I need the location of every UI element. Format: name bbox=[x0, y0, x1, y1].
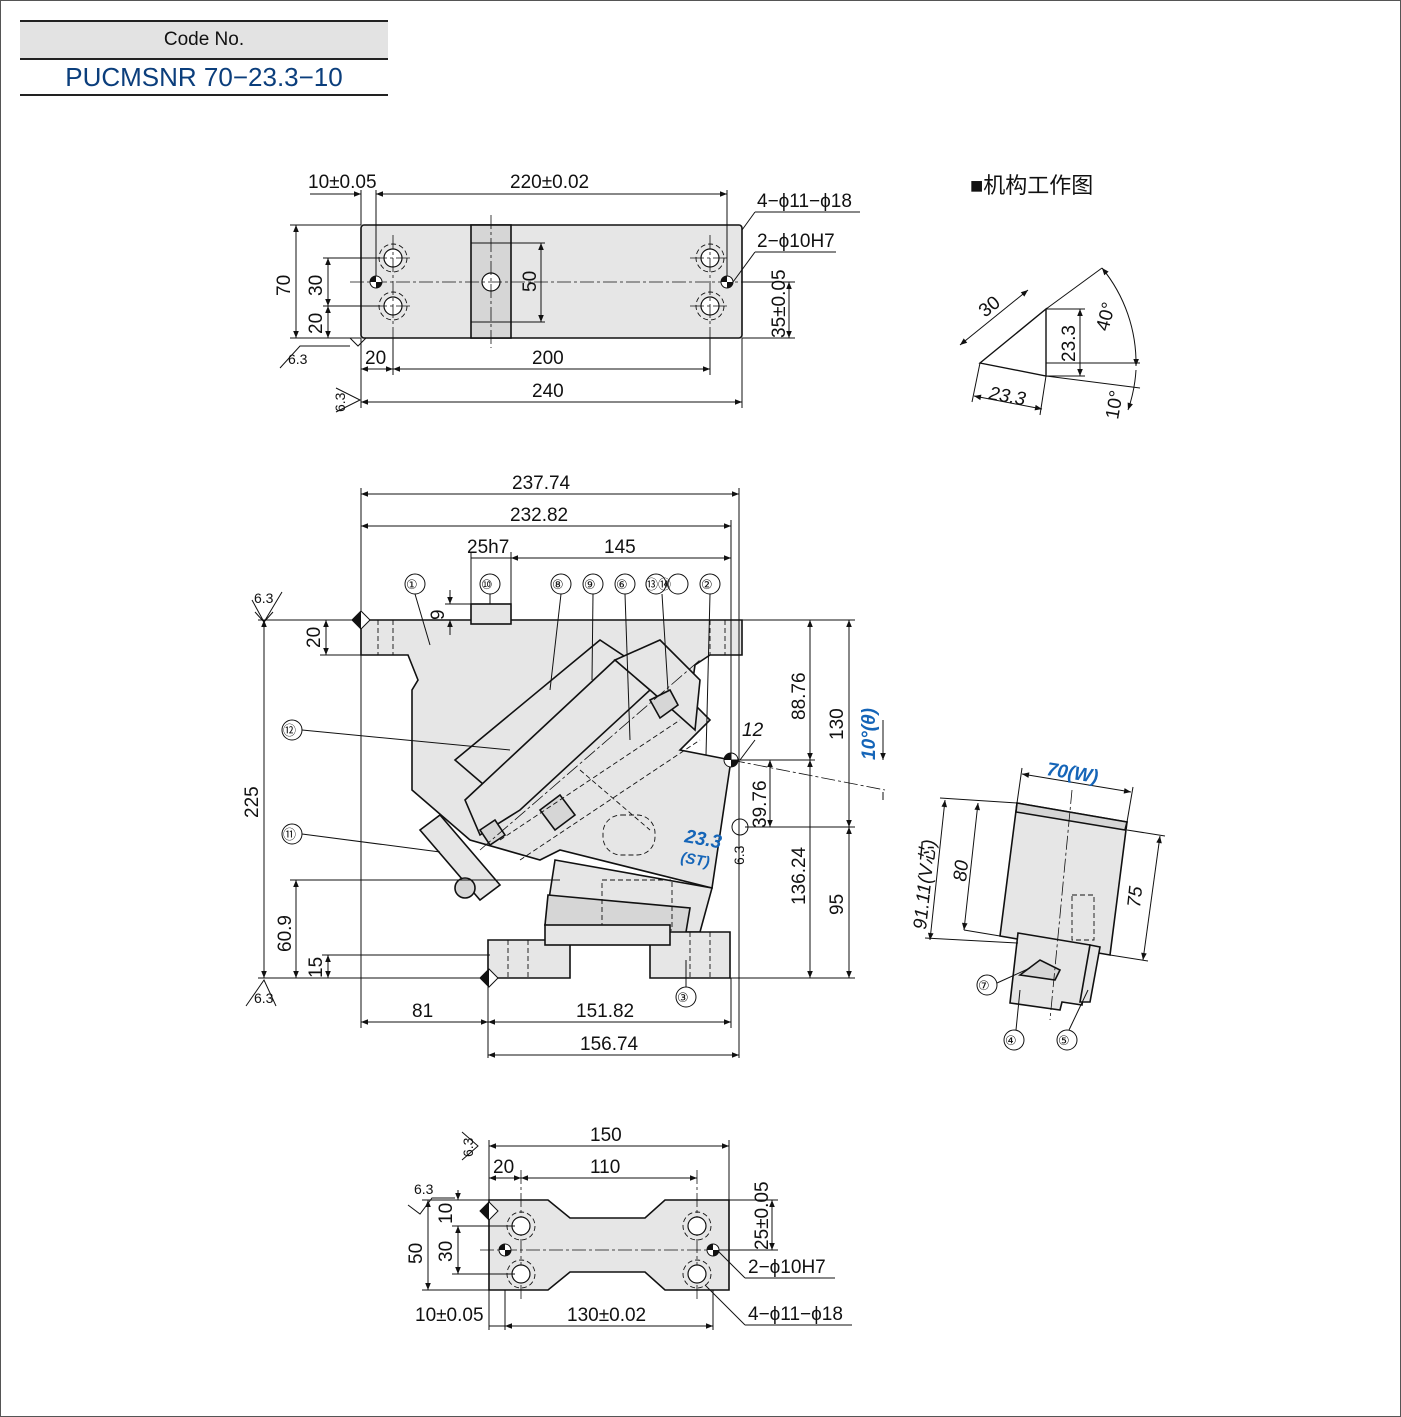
dim-front-145: 145 bbox=[604, 537, 636, 558]
dim-bottom-50: 50 bbox=[406, 1243, 427, 1264]
callout-12: ⑫ bbox=[283, 724, 296, 739]
callout-10: ⑩ bbox=[481, 578, 493, 593]
dim-bottom-holes: 4−ϕ11−ϕ18 bbox=[748, 1304, 843, 1325]
callout-3: ③ bbox=[677, 991, 689, 1006]
dim-front-60-9: 60.9 bbox=[275, 915, 296, 952]
side-dim-75: 75 bbox=[1124, 885, 1147, 909]
dim-top-240: 240 bbox=[532, 381, 564, 402]
bottom-base-plate bbox=[488, 1199, 730, 1291]
dim-top-70: 70 bbox=[274, 275, 295, 296]
side-dim-80: 80 bbox=[950, 859, 973, 883]
callout-6: ⑥ bbox=[616, 578, 628, 593]
code-value: PUCMSNR 70−23.3−10 bbox=[20, 60, 388, 96]
dim-front-20: 20 bbox=[304, 627, 325, 648]
roughness-bottom-1: 6.3 bbox=[460, 1137, 476, 1157]
dim-bottom-10h: 10±0.05 bbox=[415, 1305, 484, 1326]
roughness-front-1: 6.3 bbox=[254, 590, 274, 606]
mech-dim-40: 40° bbox=[1093, 300, 1121, 333]
return-part-11 bbox=[418, 813, 502, 902]
callout-9: ⑨ bbox=[584, 578, 596, 593]
dim-top-20v: 20 bbox=[306, 313, 327, 334]
dim-top-200: 200 bbox=[532, 348, 564, 369]
callout-8: ⑧ bbox=[552, 578, 564, 593]
dim-bottom-150: 150 bbox=[590, 1125, 622, 1146]
callout-11: ⑪ bbox=[283, 828, 296, 843]
callout-7: ⑦ bbox=[978, 979, 990, 994]
dim-front-15: 15 bbox=[306, 957, 327, 978]
dim-bottom-130: 130±0.02 bbox=[567, 1305, 646, 1326]
dim-front-95: 95 bbox=[827, 894, 848, 915]
top-view: 10±0.05 220±0.02 4−ϕ11−ϕ18 2−ϕ10H7 70 30… bbox=[274, 172, 860, 413]
stroke-sub-label: (ST) bbox=[679, 849, 711, 871]
code-number-box: Code No. PUCMSNR 70−23.3−10 bbox=[20, 20, 388, 96]
mech-dim-23-3v: 23.3 bbox=[1059, 325, 1080, 362]
dim-front-12: 12 bbox=[742, 720, 764, 741]
mechanism-title: ■机构工作图 bbox=[970, 173, 1093, 198]
front-view: 237.74 232.82 25h7 145 9 20 225 88.76 13… bbox=[242, 473, 886, 1058]
dim-top-dowel: 2−ϕ10H7 bbox=[757, 231, 835, 252]
callout-5: ⑤ bbox=[1058, 1034, 1070, 1049]
dim-top-30: 30 bbox=[306, 275, 327, 296]
roughness-bottom-2: 6.3 bbox=[414, 1181, 434, 1197]
dim-top-220: 220±0.02 bbox=[510, 172, 589, 193]
dim-bottom-110: 110 bbox=[590, 1157, 620, 1178]
callout-4: ④ bbox=[1005, 1034, 1017, 1049]
bottom-view: 150 20 110 25±0.05 50 30 10 2−ϕ10H7 10±0… bbox=[406, 1125, 852, 1330]
dim-front-39-76: 39.76 bbox=[750, 780, 771, 828]
dim-bottom-25: 25±0.05 bbox=[752, 1181, 773, 1250]
mech-dim-23-3h: 23.3 bbox=[986, 383, 1027, 410]
base-left bbox=[487, 939, 571, 979]
dim-front-25h7: 25h7 bbox=[467, 537, 509, 558]
dim-top-35: 35±0.05 bbox=[769, 269, 790, 338]
dim-front-9: 9 bbox=[428, 609, 449, 620]
side-part-7 bbox=[1017, 959, 1062, 981]
guide-part-13 bbox=[613, 639, 701, 732]
dim-top-20h: 20 bbox=[365, 348, 386, 369]
dim-front-88-76: 88.76 bbox=[789, 672, 810, 720]
dim-bottom-10v: 10 bbox=[436, 1203, 457, 1224]
mechanism-diagram: ■机构工作图 30 23.3 40° 23.3 10° bbox=[959, 173, 1141, 421]
callout-1: ① bbox=[406, 578, 418, 593]
dim-bottom-20: 20 bbox=[493, 1157, 514, 1178]
mech-dim-10: 10° bbox=[1102, 389, 1128, 421]
dowel-hole-icon bbox=[369, 275, 734, 289]
base-bridge bbox=[544, 924, 671, 946]
key-part-10 bbox=[470, 603, 512, 625]
dowel-mark-icon bbox=[723, 752, 749, 836]
top-plate bbox=[360, 224, 743, 339]
cam-driver-part-9 bbox=[464, 658, 652, 837]
dim-top-10: 10±0.05 bbox=[308, 172, 377, 193]
code-header: Code No. bbox=[20, 20, 388, 60]
dim-front-232-82: 232.82 bbox=[510, 505, 568, 526]
mech-dim-30: 30 bbox=[975, 292, 1005, 322]
dim-bottom-dowel: 2−ϕ10H7 bbox=[748, 1257, 826, 1278]
part-callouts: ① ⑧ ⑨ ⑥ ⑬⑭ ② ⑩ ⑫ ⑪ ③ bbox=[281, 573, 721, 1008]
dim-bottom-30: 30 bbox=[436, 1241, 457, 1262]
callout-13-14: ⑬⑭ bbox=[645, 578, 671, 593]
dim-front-151-82: 151.82 bbox=[576, 1001, 634, 1022]
roughness-front-2: 6.3 bbox=[254, 990, 274, 1006]
roughness-top-2: 6.3 bbox=[332, 392, 348, 412]
dim-top-50: 50 bbox=[520, 271, 541, 292]
angle-theta-label: 10°(θ) bbox=[859, 708, 880, 760]
side-part-5 bbox=[1079, 944, 1101, 1003]
dim-front-237-74: 237.74 bbox=[512, 473, 571, 494]
dim-front-130: 130 bbox=[827, 708, 848, 740]
callout-2: ② bbox=[701, 578, 713, 593]
dim-front-136-24: 136.24 bbox=[789, 846, 810, 905]
side-width-label: 70(W) bbox=[1045, 759, 1099, 788]
roughness-front-3: 6.3 bbox=[731, 845, 747, 865]
dim-top-holes: 4−ϕ11−ϕ18 bbox=[757, 191, 852, 212]
dim-front-81: 81 bbox=[412, 1001, 433, 1022]
roughness-top-1: 6.3 bbox=[288, 351, 308, 367]
side-view: 70(W) 91.11(V芯) 80 75 ⑦ ④ ⑤ bbox=[910, 759, 1166, 1051]
bottom-dowel-icon bbox=[498, 1243, 720, 1257]
dim-front-156-74: 156.74 bbox=[580, 1034, 639, 1055]
dim-front-225: 225 bbox=[242, 786, 263, 818]
